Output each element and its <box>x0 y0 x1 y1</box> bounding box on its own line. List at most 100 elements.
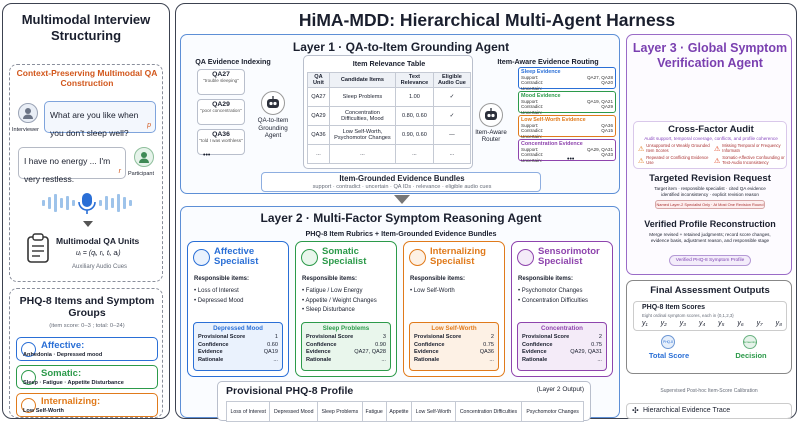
specialist-name: Internalizing Specialist <box>430 246 486 267</box>
evidence-row: Uncertain: <box>521 158 613 163</box>
specialist-name: Somatic Specialist <box>322 246 367 267</box>
profile-col-header: Sleep Problems <box>317 401 363 422</box>
evidence-title: Concentration Evidence <box>521 141 583 147</box>
phq-group-items: Sleep · Fatigue · Appetite Disturbance <box>23 380 124 386</box>
person-icon <box>23 108 33 119</box>
evidence-row-value: QA36 <box>601 123 613 128</box>
answer-bubble: I have no energy ... I'm very restless. … <box>18 147 126 184</box>
output-value: 1 <box>274 334 278 340</box>
output-label: Provisional Score <box>198 334 246 340</box>
evidence-row-value: QA15 <box>601 128 613 134</box>
list-item: Fatigue / Low Energy <box>302 287 377 297</box>
output-value: 2 <box>598 334 602 340</box>
profile-col-header: Appetite <box>385 401 413 422</box>
output-label: Rationale <box>306 356 332 363</box>
recon-badge: Verified PHQ-8 Symptom Profile <box>669 255 751 266</box>
output-value: QA29, QA31 <box>570 349 602 356</box>
output-row: Provisional Score 2 <box>518 334 606 342</box>
group-icon <box>21 370 36 385</box>
output-item-title: Concentration <box>541 325 583 332</box>
list-item: Low Self-Worth <box>410 287 455 297</box>
output-label: Provisional Score <box>522 334 570 340</box>
output-value: ... <box>597 356 602 363</box>
relevance-header: Eligible Audio Cue <box>432 72 472 88</box>
bundles-sub: support · contradict · uncertain · QA ID… <box>312 184 492 190</box>
bundles-box: Item-Grounded Evidence Bundles support ·… <box>261 172 541 192</box>
phq-groups-section: PHQ-8 Items and Symptom Groups (item sco… <box>9 288 163 418</box>
audit-item: ⚠Repeated or Conflicting Evidence Use <box>638 155 710 166</box>
evidence-row: Support:QA29, QA31 <box>521 147 613 152</box>
output-item-title: Sleep Problems <box>322 325 370 332</box>
evidence-row-label: Support: <box>521 123 539 128</box>
list-item: Concentration Difficulties <box>518 297 588 307</box>
evidence-row-label: Contradict: <box>521 104 544 110</box>
table-row: ............ <box>307 144 472 164</box>
total-score-small: PHQ-8 <box>663 340 673 344</box>
output-row: Rationale... <box>194 357 282 365</box>
qa-card-id: QA29 <box>212 101 230 108</box>
evidence-title: Mood Evidence <box>521 93 561 99</box>
list-item: Loss of Interest <box>194 287 243 297</box>
calibration-label: Supervised Post-hoc Item-Score Calibrati… <box>660 388 758 394</box>
audio-waveform <box>40 191 134 215</box>
relevance-cell: ... <box>328 144 396 164</box>
decision-small: Screening <box>743 340 757 344</box>
output-row: Rationale... <box>518 357 606 365</box>
output-label: Confidence <box>306 341 337 348</box>
audit-item-text: Repeated or Conflicting Evidence Use <box>646 154 709 165</box>
layer2-panel: Layer 2 · Multi-Factor Symptom Reasoning… <box>180 206 620 422</box>
phq-group-card: Affective:Anhedonia · Depressed mood <box>16 337 158 361</box>
audit-title: Cross-Factor Audit <box>668 124 754 135</box>
profile-box: Provisional PHQ-8 Profile (Layer 2 Outpu… <box>217 381 591 422</box>
evidence-row-value: QA29 <box>601 104 613 110</box>
waveform-icon <box>42 193 132 214</box>
relevance-cell: Sleep Problems <box>328 87 396 107</box>
audit-item-text: Missing Temporal or Frequency Informatn <box>722 142 781 153</box>
audit-item: ⚠Somatic-Affective Confounding or Text-A… <box>714 155 786 166</box>
group-icon <box>21 398 36 413</box>
relevance-cell: 0.80, 0.60 <box>394 106 434 126</box>
score-variable: y₅ <box>718 320 725 327</box>
evidence-row: Contradict:QA15 <box>521 128 613 133</box>
output-value: QA19 <box>263 349 278 356</box>
qa-units-sub: Auxiliary Audio Cues <box>72 264 128 270</box>
output-item-title: Depressed Mood <box>213 325 263 332</box>
relevance-cell: ... <box>394 144 434 164</box>
relevance-cell: — <box>432 125 472 145</box>
interviewer-avatar <box>18 103 38 123</box>
scores-title: PHQ-8 Item Scores <box>642 304 706 311</box>
output-value: ... <box>273 356 278 363</box>
layer1-to-layer2-arrow <box>394 195 410 204</box>
main-title: HiMA-MDD: Hierarchical Multi-Agent Harne… <box>298 10 676 30</box>
profile-col-header: Low Self-Worth <box>411 401 456 422</box>
decision-label: Decision <box>735 351 767 360</box>
relevance-header: QA Unit <box>307 72 330 88</box>
relevance-cell: QA36 <box>307 125 330 145</box>
qa-card-text: "trouble sleeping" <box>203 78 239 83</box>
profile-title: Provisional PHQ-8 Profile <box>226 385 354 397</box>
qa-card-id: QA27 <box>212 71 230 78</box>
clipboard-icon <box>26 233 50 263</box>
score-variable: y₇ <box>756 320 763 327</box>
evidence-row: Support:QA27, QA28 <box>521 75 613 80</box>
output-row: Rationale... <box>410 357 498 365</box>
qa-units-title: Multimodal QA Units <box>56 236 140 246</box>
evidence-title: Low Self-Worth Evidence <box>521 117 586 123</box>
output-label: Rationale <box>522 356 548 363</box>
recon-sub1: Merge revised + retained judgments; reco… <box>649 232 771 237</box>
output-row: Rationale... <box>302 357 390 365</box>
evidence-row-label: Contradict: <box>521 80 544 86</box>
revision-title: Targeted Revision Request <box>649 173 771 184</box>
trace-box: ✣ Hierarchical Evidence Trace <box>626 403 792 419</box>
